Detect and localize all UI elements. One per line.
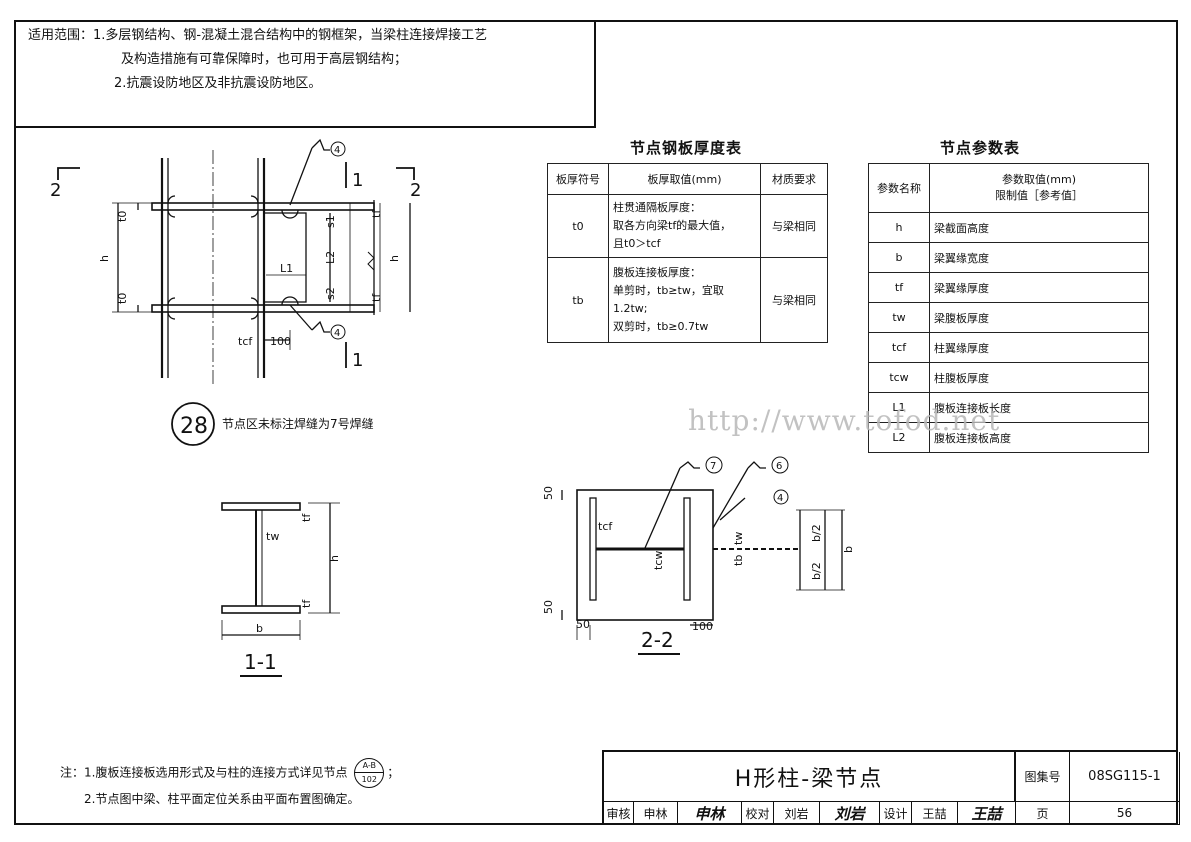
row-symbol: tb [547, 257, 609, 343]
param-name: L2 [868, 422, 930, 453]
reference-top: A-B [355, 759, 384, 773]
param-desc: 梁截面高度 [929, 212, 1149, 243]
scope-line-1: 适用范围：1.多层钢结构、钢-混凝土混合结构中的钢框架，当梁柱连接焊接工艺 [28, 24, 594, 48]
thickness-table: 板厚符号 板厚取值(mm) 材质要求 t0 柱贯通隔板厚度： 取各方向梁tf的最… [547, 163, 828, 343]
notes: 注：1.腹板连接板选用形式及与柱的连接方式详见节点 A-B 102 ； 2.节点… [60, 758, 399, 810]
note-line-2: 2.节点图中梁、柱平面定位关系由平面布置图确定。 [84, 792, 360, 806]
title-block: H形柱-梁节点 图集号 08SG115-1 审核 申林 申林 校对 刘岩 刘岩 … [602, 750, 1180, 825]
value-line: 腹板连接板厚度： [613, 266, 701, 279]
param-desc: 腹板连接板高度 [929, 422, 1149, 453]
value-line: 取各方向梁tf的最大值， [613, 219, 732, 232]
row-value: 柱贯通隔板厚度： 取各方向梁tf的最大值， 且t0＞tcf [608, 194, 761, 258]
atlas-number: 08SG115-1 [1070, 752, 1180, 802]
note-line-1: 注：1.腹板连接板选用形式及与柱的连接方式详见节点 A-B 102 ； [60, 758, 399, 788]
table-row: t0 柱贯通隔板厚度： 取各方向梁tf的最大值， 且t0＞tcf 与梁相同 [547, 194, 828, 258]
reviewer-name: 申林 [634, 802, 678, 825]
param-name: tcf [868, 332, 930, 363]
header-param-value: 参数取值(mm) 限制值［参考值］ [929, 163, 1149, 213]
header-material: 材质要求 [760, 163, 828, 195]
header-symbol: 板厚符号 [547, 163, 609, 195]
param-table-title: 节点参数表 [940, 139, 1021, 157]
designer-signature: 王喆 [958, 802, 1016, 825]
param-name: tcw [868, 362, 930, 393]
note-text-1: 1.腹板连接板选用形式及与柱的连接方式详见节点 [84, 765, 348, 780]
param-name: tw [868, 302, 930, 333]
row-material: 与梁相同 [760, 257, 828, 343]
param-desc: 梁腹板厚度 [929, 302, 1149, 333]
atlas-label: 图集号 [1016, 752, 1070, 802]
scope-label: 适用范围： [28, 28, 94, 43]
scope-box: 适用范围：1.多层钢结构、钢-混凝土混合结构中的钢框架，当梁柱连接焊接工艺 及构… [14, 20, 596, 128]
watermark: http://www.tofod.net [688, 404, 1001, 437]
reference-bottom: 102 [361, 775, 377, 784]
row-material: 与梁相同 [760, 194, 828, 258]
param-desc: 梁翼缘厚度 [929, 272, 1149, 303]
drawing-frame [14, 20, 1178, 825]
reviewer-signature: 申林 [678, 802, 742, 825]
checker-name: 刘岩 [774, 802, 820, 825]
value-line: 柱贯通隔板厚度： [613, 201, 701, 214]
reference-node-symbol: A-B 102 [354, 758, 385, 788]
row-value: 腹板连接板厚度： 单剪时，tb≥tw，宜取 1.2tw; 双剪时，tb≥0.7t… [608, 257, 761, 343]
checker-signature: 刘岩 [820, 802, 880, 825]
param-name: h [868, 212, 930, 243]
value-line: 且t0＞tcf [613, 237, 661, 250]
scope-text-1: 1.多层钢结构、钢-混凝土混合结构中的钢框架，当梁柱连接焊接工艺 [93, 28, 488, 43]
section-label-1-1: 1-1 [244, 650, 277, 674]
value-line: 双剪时，tb≥0.7tw [613, 320, 709, 333]
page-number: 56 [1070, 802, 1180, 825]
header-value-line: 限制值［参考值］ [995, 189, 1083, 202]
thickness-table-title: 节点钢板厚度表 [630, 139, 743, 157]
header-value: 板厚取值(mm) [608, 163, 761, 195]
table-row: tb 腹板连接板厚度： 单剪时，tb≥tw，宜取 1.2tw; 双剪时，tb≥0… [547, 257, 828, 343]
drawing-title: H形柱-梁节点 [604, 752, 1016, 802]
node-note: 节点区未标注焊缝为7号焊缝 [222, 417, 374, 431]
scope-line-2: 及构造措施有可靠保障时，也可用于高层钢结构； [121, 52, 408, 67]
section-label-underline [638, 653, 680, 655]
value-line: 1.2tw; [613, 302, 648, 315]
section-label-underline [240, 675, 282, 677]
header-value-line: 参数取值(mm) [1001, 173, 1076, 186]
row-symbol: t0 [547, 194, 609, 258]
section-label-2-2: 2-2 [641, 628, 674, 652]
param-desc: 梁翼缘宽度 [929, 242, 1149, 273]
check-label: 校对 [742, 802, 774, 825]
table-header-row: 板厚符号 板厚取值(mm) 材质要求 [547, 163, 828, 195]
param-desc: 柱腹板厚度 [929, 362, 1149, 393]
design-label: 设计 [880, 802, 912, 825]
table-header-row: 参数名称 参数取值(mm) 限制值［参考值］ [868, 163, 1149, 213]
value-line: 单剪时，tb≥tw，宜取 [613, 284, 724, 297]
param-name: tf [868, 272, 930, 303]
scope-line-3: 2.抗震设防地区及非抗震设防地区。 [114, 76, 322, 91]
param-name: b [868, 242, 930, 273]
page-label: 页 [1016, 802, 1070, 825]
review-label: 审核 [604, 802, 634, 825]
header-param-name: 参数名称 [868, 163, 930, 213]
designer-name: 王喆 [912, 802, 958, 825]
param-desc: 柱翼缘厚度 [929, 332, 1149, 363]
notes-prefix: 注： [60, 765, 85, 780]
note-end: ； [387, 765, 400, 780]
